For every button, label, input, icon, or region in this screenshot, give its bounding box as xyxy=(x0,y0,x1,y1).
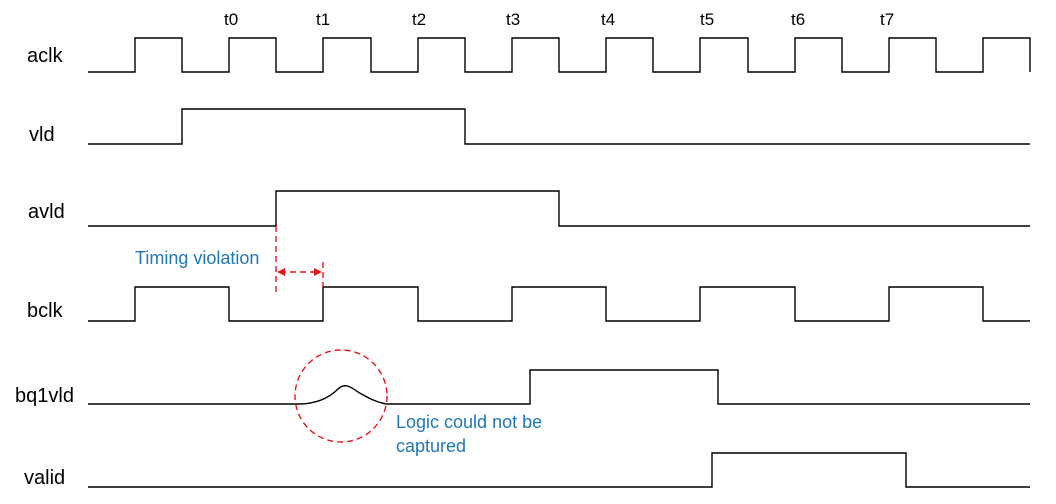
timing-violation-label: Timing violation xyxy=(135,248,259,268)
not-captured-label-line1: Logic could not be xyxy=(396,412,542,432)
not-captured-dashed-circle xyxy=(294,349,388,443)
logic-not-captured-marker: Logic could not be captured xyxy=(294,349,542,456)
signal-label-vld: vld xyxy=(29,124,55,146)
waveform-avld xyxy=(88,190,1030,227)
time-label-t6: t6 xyxy=(791,10,805,29)
signal-label-bclk: bclk xyxy=(27,300,64,322)
time-label-t1: t1 xyxy=(316,10,330,29)
violation-arrowhead-left xyxy=(277,268,285,276)
waveform-bq1vld xyxy=(88,369,1030,405)
time-label-t4: t4 xyxy=(601,10,615,29)
waveform-bclk xyxy=(88,286,1030,322)
signal-label-aclk: aclk xyxy=(27,45,64,67)
waveform-valid xyxy=(88,452,1030,488)
time-label-t3: t3 xyxy=(506,10,520,29)
signal-label-valid: valid xyxy=(24,467,65,489)
not-captured-label-line2: captured xyxy=(396,436,466,456)
time-label-t7: t7 xyxy=(880,10,894,29)
signal-label-avld: avld xyxy=(28,201,65,223)
signal-label-bq1vld: bq1vld xyxy=(15,385,74,407)
timing-violation-marker: Timing violation xyxy=(135,226,324,296)
waveform-vld xyxy=(88,108,1030,145)
waveforms xyxy=(88,37,1031,488)
waveform-aclk xyxy=(88,37,1031,73)
signal-labels: aclk vld avld bclk bq1vld valid xyxy=(15,45,74,489)
time-labels: t0 t1 t2 t3 t4 t5 t6 t7 xyxy=(224,10,894,29)
violation-arrowhead-right xyxy=(314,268,322,276)
time-label-t0: t0 xyxy=(224,10,238,29)
time-label-t2: t2 xyxy=(412,10,426,29)
time-label-t5: t5 xyxy=(700,10,714,29)
